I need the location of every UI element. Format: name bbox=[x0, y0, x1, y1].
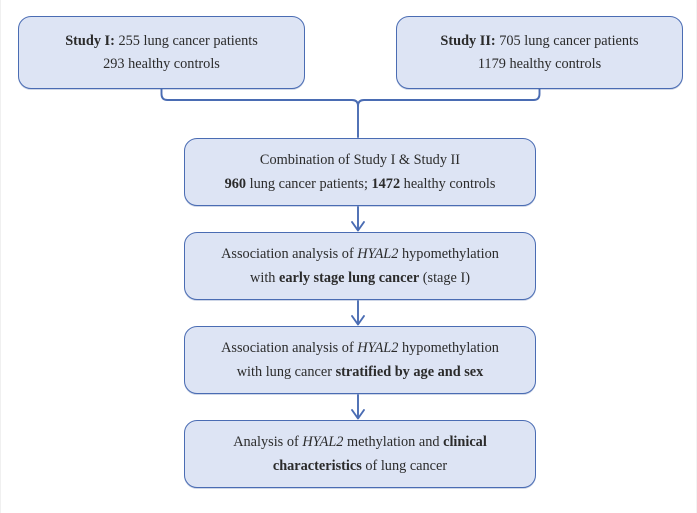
study-1-controls: 293 healthy controls bbox=[103, 56, 220, 72]
clinical-gene: HYAL2 bbox=[302, 434, 344, 451]
study-1-patients: 255 lung cancer patients bbox=[114, 32, 258, 49]
assoc-strat-with: with lung cancer bbox=[236, 363, 336, 380]
study-1-label: Study I: bbox=[65, 32, 115, 49]
node-study-2: Study II: 705 lung cancer patients 1179 … bbox=[396, 16, 683, 89]
node-clinical-characteristics: Analysis of HYAL2 methylation and clinic… bbox=[184, 420, 536, 488]
clinical-emphasis-2: characteristics bbox=[272, 457, 362, 474]
assoc-early-post: hypomethylation bbox=[398, 246, 499, 263]
node-combination: Combination of Study I & Study II 960 lu… bbox=[184, 138, 536, 206]
arrow-assoc-strat-to-clinical bbox=[351, 394, 365, 420]
combination-patient-count: 960 bbox=[224, 175, 247, 192]
combination-patients-text: lung cancer patients; bbox=[246, 175, 372, 192]
assoc-strat-line-1: Association analysis of HYAL2 hypomethyl… bbox=[221, 337, 499, 360]
assoc-strat-gene: HYAL2 bbox=[357, 340, 399, 357]
clinical-post: of lung cancer bbox=[361, 457, 448, 474]
assoc-strat-emphasis: stratified by age and sex bbox=[335, 363, 484, 380]
node-study-1: Study I: 255 lung cancer patients 293 he… bbox=[18, 16, 305, 89]
study-2-controls: 1179 healthy controls bbox=[477, 56, 602, 72]
assoc-strat-line-2: with lung cancer stratified by age and s… bbox=[237, 360, 484, 383]
clinical-line-2: characteristics of lung cancer bbox=[273, 454, 447, 477]
assoc-strat-pre: Association analysis of bbox=[221, 340, 358, 357]
clinical-line-1: Analysis of HYAL2 methylation and clinic… bbox=[233, 431, 487, 454]
study-1-line-1: Study I: 255 lung cancer patients bbox=[65, 29, 258, 52]
study-1-line-2: 293 healthy controls bbox=[103, 53, 220, 76]
clinical-pre: Analysis of bbox=[233, 434, 303, 451]
study-2-line-1: Study II: 705 lung cancer patients bbox=[440, 29, 638, 52]
combination-line-1: Combination of Study I & Study II bbox=[260, 149, 460, 172]
combination-line-2: 960 lung cancer patients; 1472 healthy c… bbox=[225, 172, 496, 195]
clinical-emphasis-1: clinical bbox=[443, 434, 487, 451]
combination-title: Combination of Study I & Study II bbox=[259, 152, 461, 169]
node-assoc-stratified: Association analysis of HYAL2 hypomethyl… bbox=[184, 326, 536, 394]
study-2-label: Study II: bbox=[440, 32, 496, 49]
study-2-line-2: 1179 healthy controls bbox=[478, 53, 601, 76]
assoc-early-line-1: Association analysis of HYAL2 hypomethyl… bbox=[221, 243, 499, 266]
study-2-patients: 705 lung cancer patients bbox=[495, 32, 639, 49]
assoc-early-pre: Association analysis of bbox=[221, 246, 358, 263]
assoc-early-line-2: with early stage lung cancer (stage I) bbox=[250, 266, 470, 289]
node-assoc-early-stage: Association analysis of HYAL2 hypomethyl… bbox=[184, 232, 536, 300]
assoc-early-stage: (stage I) bbox=[419, 269, 470, 286]
combination-controls-text: healthy controls bbox=[400, 175, 496, 192]
assoc-strat-post: hypomethylation bbox=[398, 340, 499, 357]
assoc-early-gene: HYAL2 bbox=[357, 246, 399, 263]
assoc-early-with: with bbox=[250, 269, 280, 286]
merge-brace-connector bbox=[160, 88, 541, 138]
arrow-assoc-early-to-assoc-strat bbox=[351, 300, 365, 326]
combination-control-count: 1472 bbox=[371, 175, 401, 192]
assoc-early-emphasis: early stage lung cancer bbox=[279, 269, 420, 286]
arrow-combination-to-assoc-early bbox=[351, 206, 365, 232]
clinical-mid: methylation and bbox=[343, 434, 444, 451]
